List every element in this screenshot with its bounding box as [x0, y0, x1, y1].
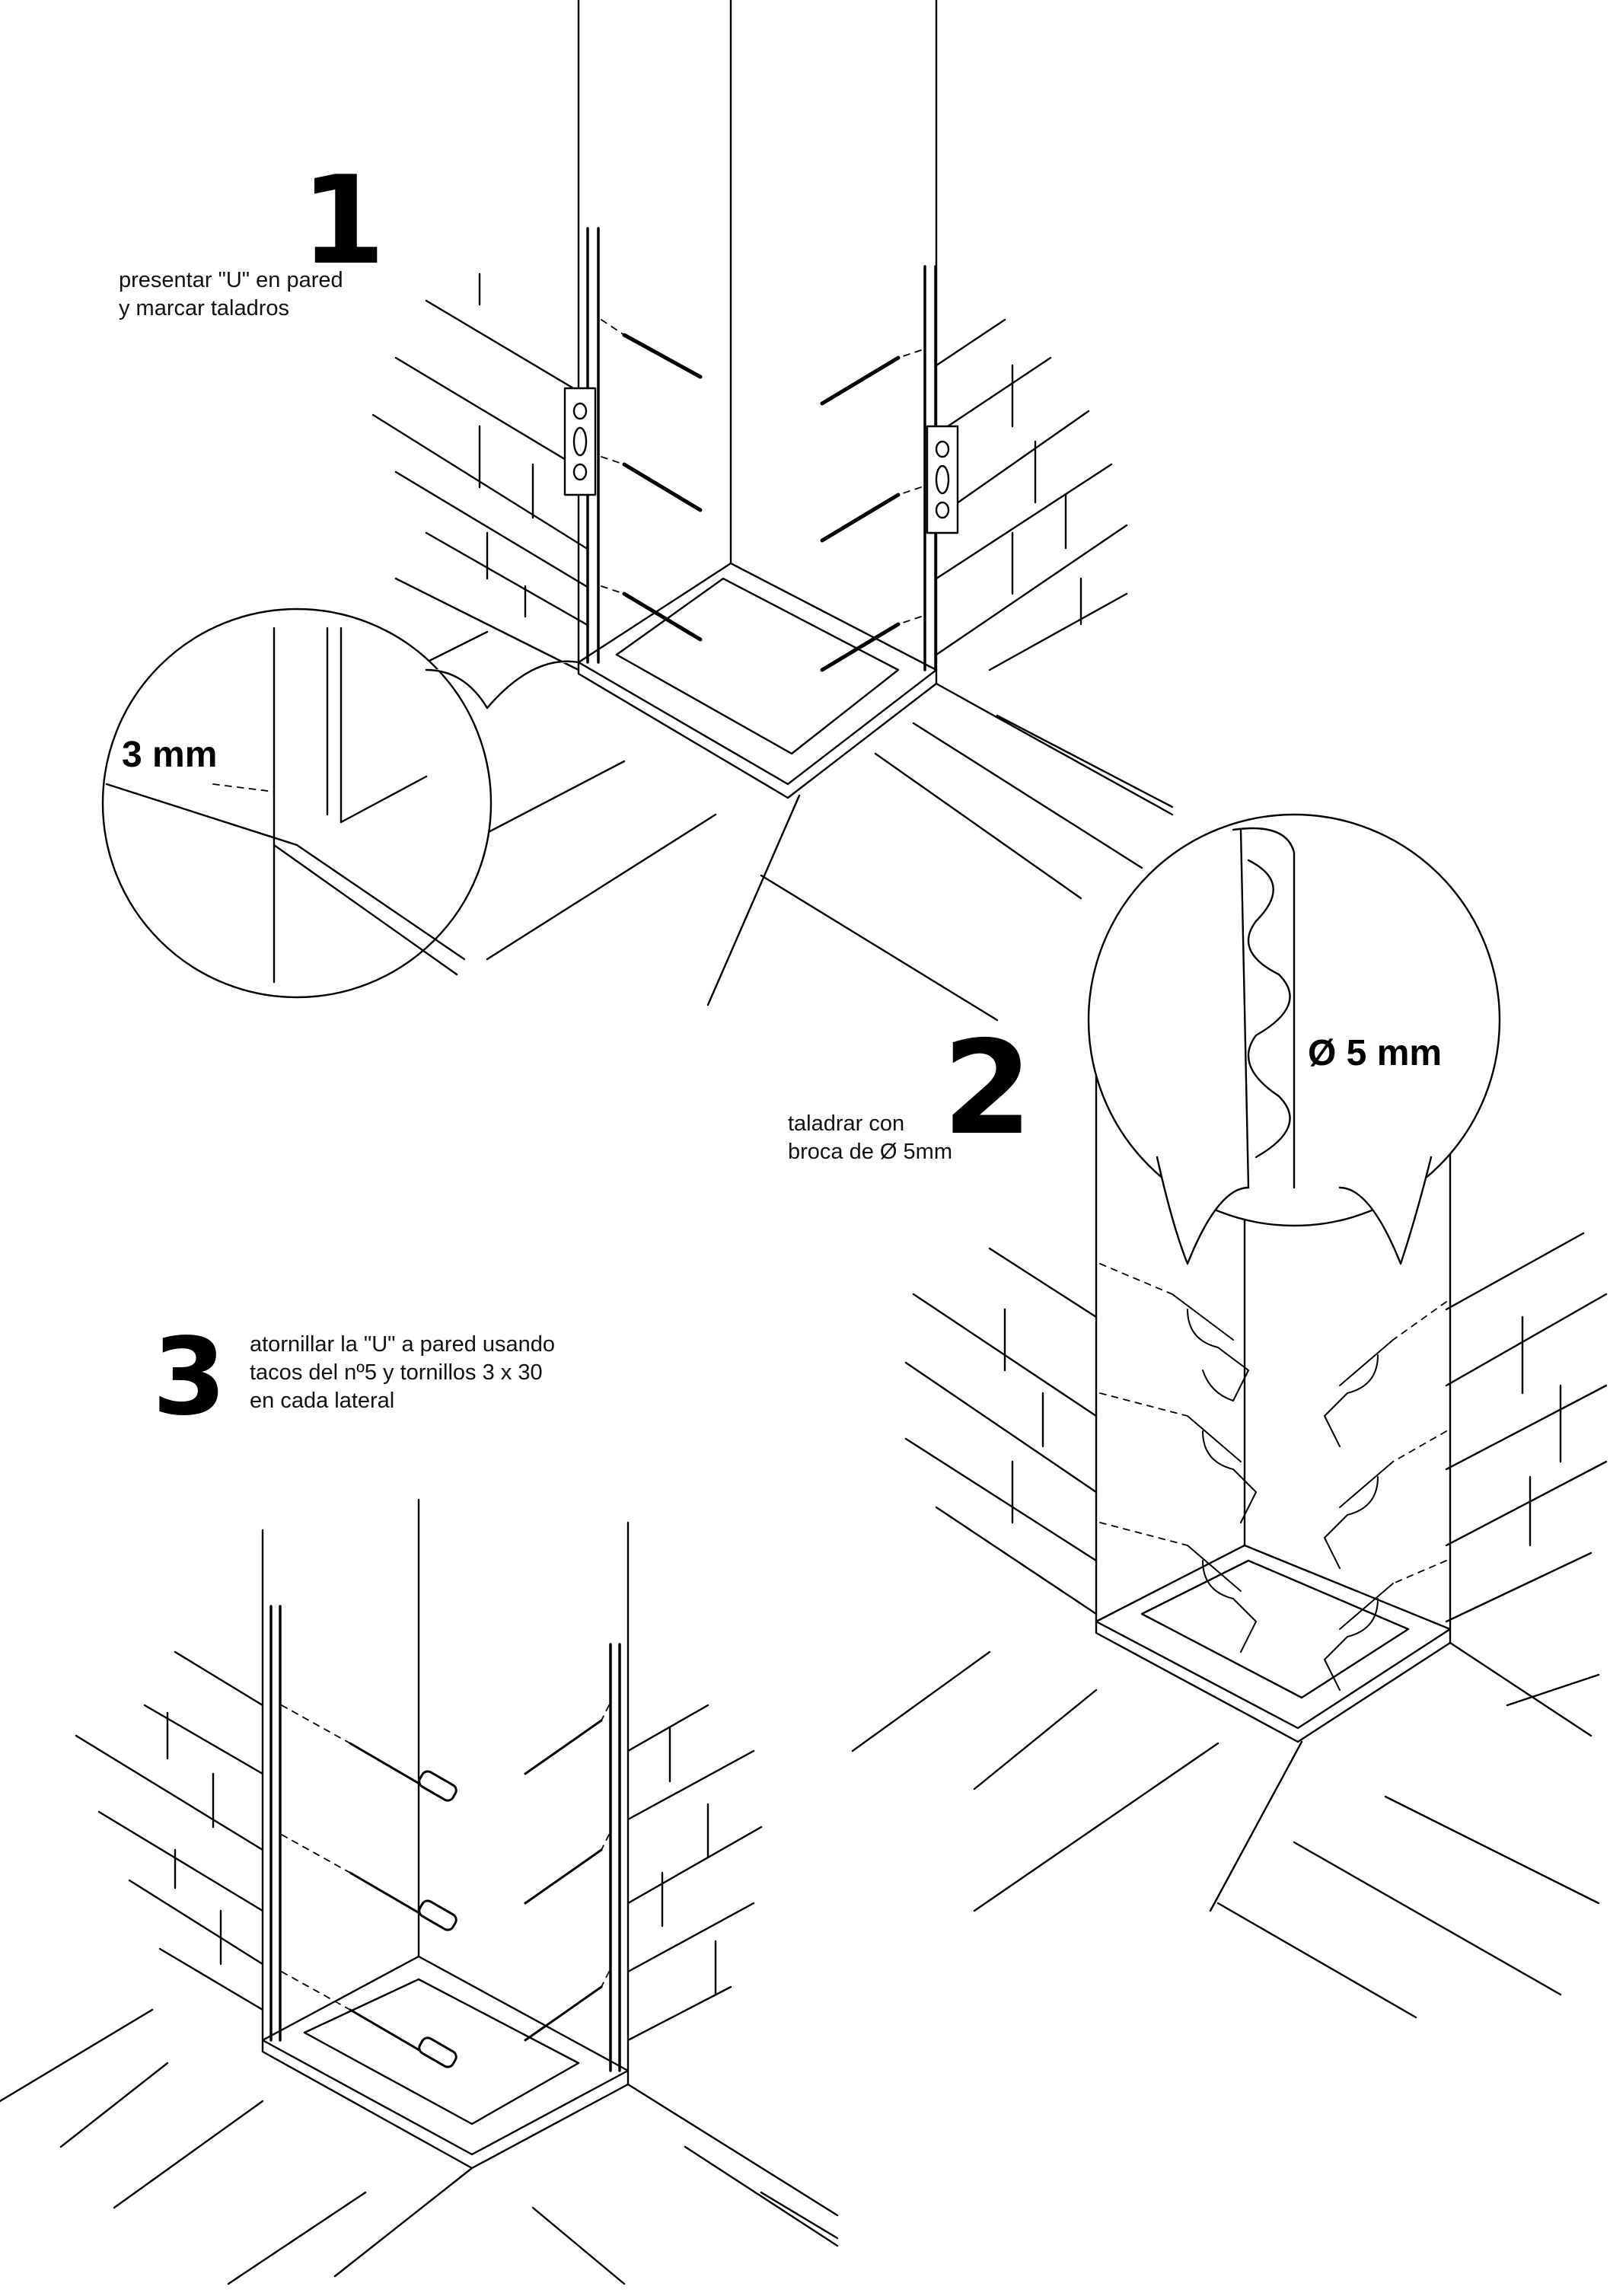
- step-number-3: 3: [152, 1315, 227, 1440]
- brick-wall-right: [935, 318, 1128, 671]
- brick-wall-right-3: [626, 1704, 763, 2042]
- dimension-label-5mm: Ø 5 mm: [1308, 1033, 1443, 1073]
- drill-icon: [1172, 1293, 1394, 1691]
- step-2-caption: taladrar con broca de Ø 5mm: [788, 1111, 952, 1164]
- brick-wall-left: [371, 273, 588, 671]
- brick-wall-left-2: [904, 1247, 1098, 1615]
- step-2-illustration: [851, 813, 1608, 2019]
- brick-wall-left-3: [75, 1650, 264, 2011]
- step-number-2: 2: [942, 1013, 1033, 1164]
- step-3-illustration: [0, 1498, 839, 2285]
- detail-circle-3mm: [101, 607, 580, 999]
- wall-plug-icon: [349, 1742, 457, 2068]
- step-3-caption: atornillar la "U" a pared usando tacos d…: [250, 1332, 556, 1413]
- screw-icon: [524, 1719, 603, 2042]
- drill-bit-detail: [1087, 813, 1501, 1265]
- dimension-label-3mm: 3 mm: [122, 735, 218, 775]
- step-1-illustration: [101, 0, 1174, 1022]
- step-1-caption: presentar "U" en pared y marcar taladros: [119, 268, 343, 320]
- step-number-1: 1: [301, 149, 386, 292]
- brick-wall-right-2: [1445, 1232, 1608, 1623]
